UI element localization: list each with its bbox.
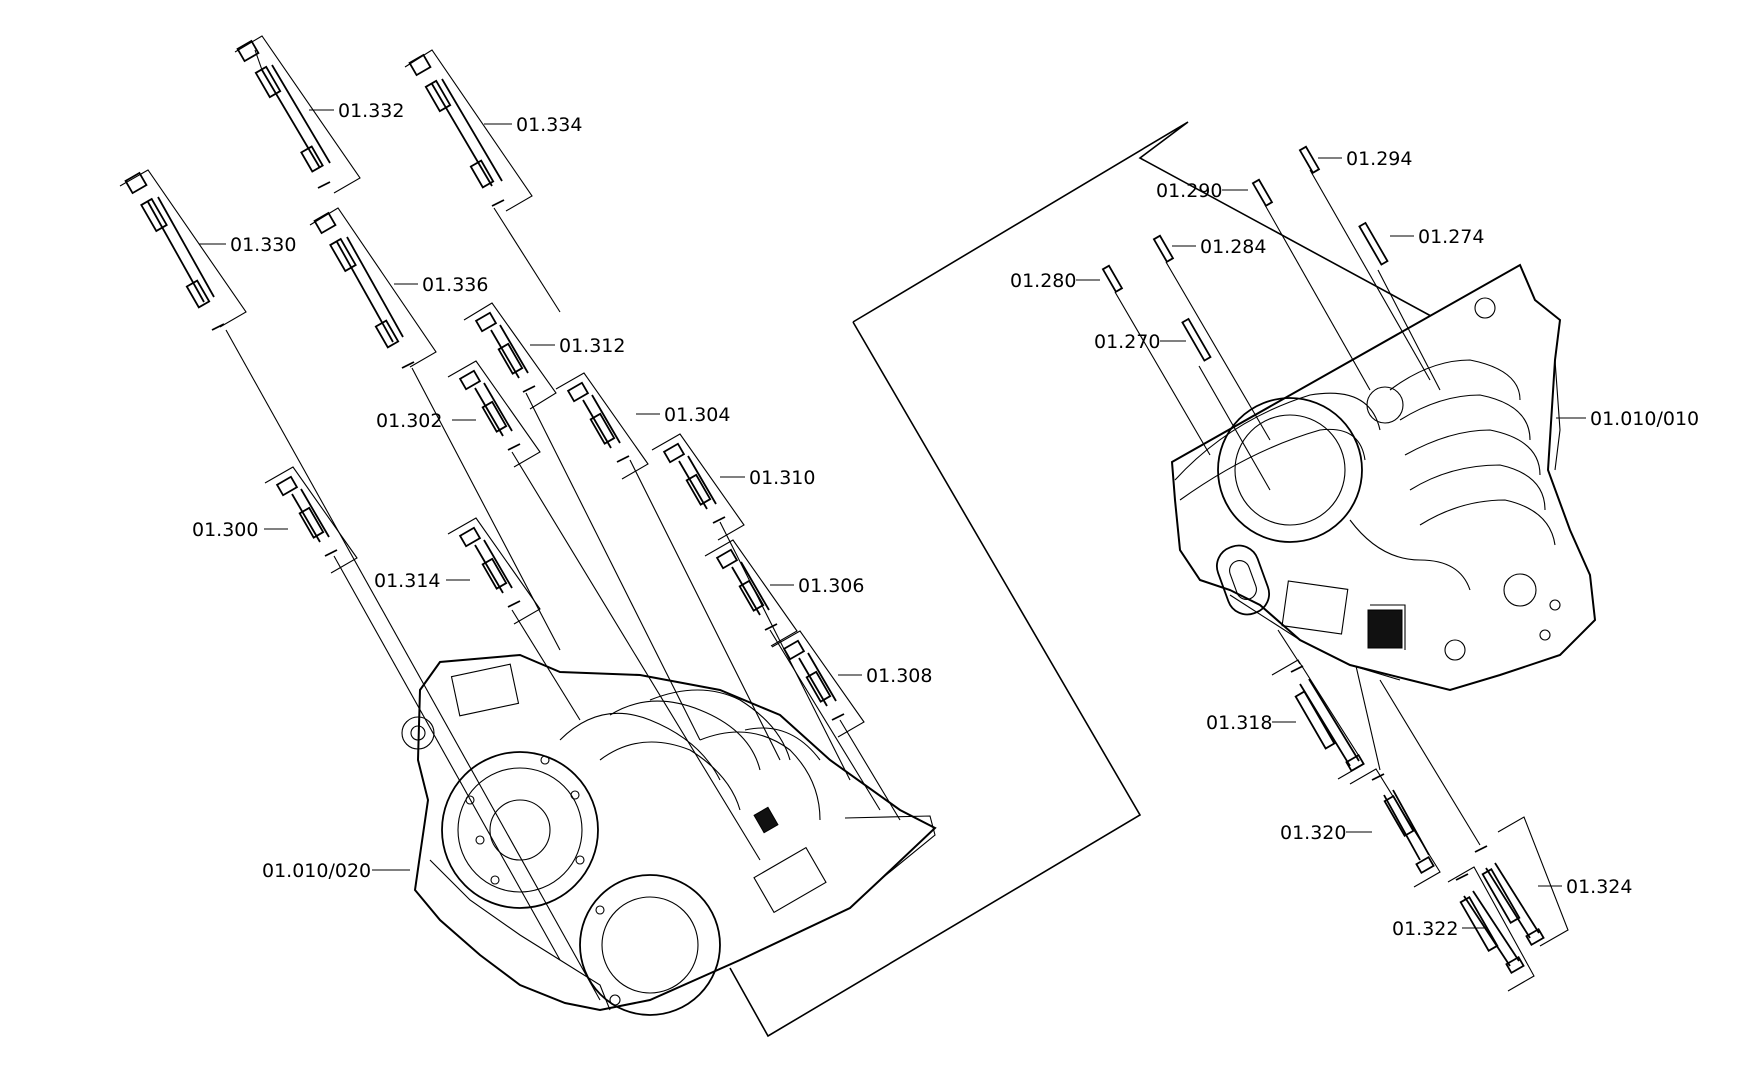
callout-01-284: 01.284 [1200,236,1266,258]
callout-01-334: 01.334 [516,114,582,136]
dowel-pins [1101,145,1389,362]
callout-01-332: 01.332 [338,100,404,122]
callout-01-280: 01.280 [1010,270,1076,292]
bolt-group-01-302 [447,360,541,468]
left-housing-assembly [401,653,937,1016]
callout-01-274: 01.274 [1418,226,1484,248]
callout-01-304: 01.304 [664,404,730,426]
callout-leaders [199,109,1586,929]
callout-labels: 01.332 01.334 01.330 01.336 01.312 01.30… [192,100,1699,940]
callout-01-320: 01.320 [1280,822,1346,844]
callout-01-302: 01.302 [376,410,442,432]
callout-01-290: 01.290 [1156,180,1222,202]
bolt-group-01-300 [264,466,358,574]
bolt-group-01-320 [1349,768,1441,888]
bolt-group-01-330 [119,169,247,331]
callout-01-330: 01.330 [230,234,296,256]
callout-01-294: 01.294 [1346,148,1412,170]
bolt-group-01-310 [651,433,745,541]
callout-01-322: 01.322 [1392,918,1458,940]
connection-frame-outline [729,321,1142,1038]
bolt-group-01-318 [1271,659,1365,780]
callout-01-308: 01.308 [866,665,932,687]
callout-01-318: 01.318 [1206,712,1272,734]
bolt-group-01-314 [447,517,541,625]
right-housing-assembly [1170,263,1597,692]
callout-01-306: 01.306 [798,575,864,597]
bolt-group-01-324 [1474,816,1569,947]
bolt-group-01-304 [555,372,649,480]
bolt-group-01-322 [1447,866,1535,992]
callout-01-300: 01.300 [192,519,258,541]
bolt-group-01-308 [771,630,865,738]
callout-01-312: 01.312 [559,335,625,357]
callout-01-336: 01.336 [422,274,488,296]
bolt-group-01-334 [404,49,533,212]
assembly-guide-lines [225,169,1481,1001]
callout-01-010-020: 01.010/020 [262,860,371,882]
callout-01-314: 01.314 [374,570,440,592]
bolt-group-01-332 [234,35,361,194]
bolt-group-01-312 [463,302,557,410]
callout-01-270: 01.270 [1094,331,1160,353]
bolt-group-01-336 [309,207,437,369]
bolt-group-01-306 [704,539,798,647]
callout-01-310: 01.310 [749,467,815,489]
callout-01-324: 01.324 [1566,876,1632,898]
connection-frame [852,121,1513,361]
callout-01-010-010: 01.010/010 [1590,408,1699,430]
